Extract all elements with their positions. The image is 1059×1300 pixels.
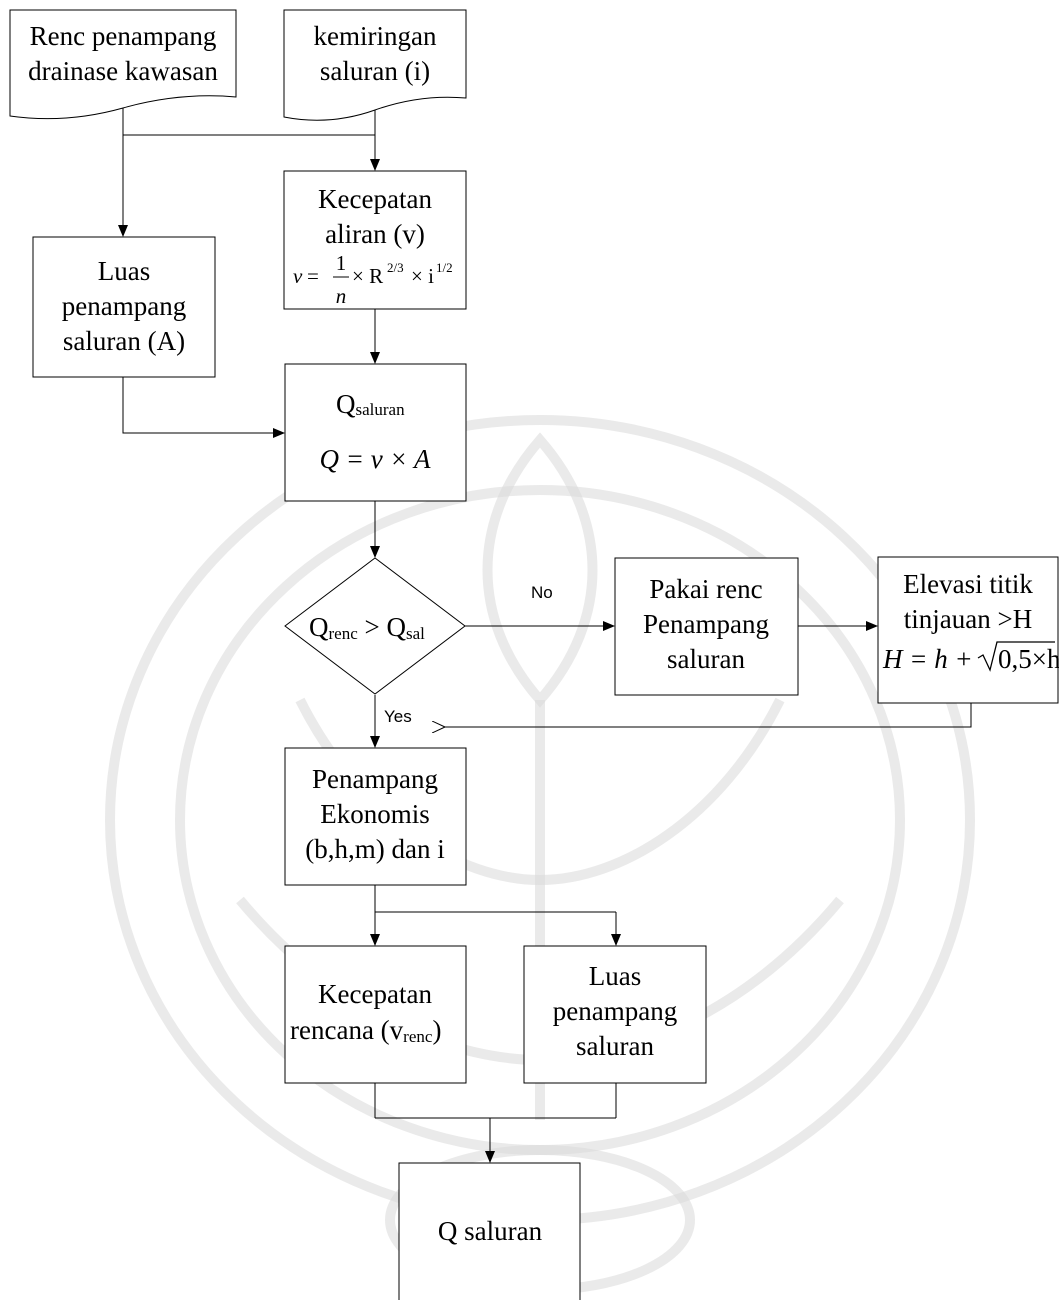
- svg-text:Kecepatan: Kecepatan: [318, 979, 432, 1009]
- svg-text:drainase kawasan: drainase kawasan: [28, 56, 218, 86]
- node-kemiringan: kemiringan saluran (i): [283, 9, 467, 121]
- svg-text:Renc penampang: Renc penampang: [30, 21, 217, 51]
- svg-text:=: =: [307, 264, 319, 288]
- svg-text:Elevasi titik: Elevasi titik: [903, 569, 1033, 599]
- svg-text:kemiringan: kemiringan: [314, 21, 437, 51]
- node-luas-penampang-a: Luas penampang saluran (A): [32, 236, 216, 378]
- svg-text:(b,h,m) dan i: (b,h,m) dan i: [305, 834, 444, 864]
- svg-text:saluran (A): saluran (A): [63, 326, 185, 356]
- formula-elevasi: H = h + 0,5×h: [882, 641, 1059, 674]
- svg-text:Q saluran: Q saluran: [438, 1216, 543, 1246]
- svg-text:1/2: 1/2: [436, 260, 453, 275]
- svg-text:2/3: 2/3: [387, 260, 404, 275]
- edge-label-no: No: [531, 583, 553, 602]
- svg-text:saluran (i): saluran (i): [320, 56, 430, 86]
- svg-text:penampang: penampang: [553, 996, 677, 1026]
- svg-text:Kecepatan: Kecepatan: [318, 184, 432, 214]
- svg-text:0,5×h: 0,5×h: [998, 644, 1059, 674]
- svg-text:Pakai renc: Pakai renc: [649, 574, 762, 604]
- arrow-elevasi-feedback: [445, 703, 972, 727]
- node-q-saluran-final: Q saluran: [398, 1162, 581, 1300]
- svg-text:Qsaluran: Qsaluran: [336, 389, 405, 419]
- arrow-luas-a-to-q-calc: [122, 377, 285, 438]
- svg-text:Luas: Luas: [98, 256, 150, 286]
- node-kecepatan-rencana: Kecepatan rencana (vrenc): [284, 945, 467, 1084]
- svg-text:Qrenc > Qsal: Qrenc > Qsal: [309, 612, 425, 643]
- edge-label-yes: Yes: [384, 707, 412, 726]
- svg-text:Penampang: Penampang: [643, 609, 769, 639]
- svg-text:saluran: saluran: [576, 1031, 654, 1061]
- node-elevasi: Elevasi titik tinjauan >H H = h + 0,5×h: [877, 556, 1059, 704]
- svg-text:× i: × i: [411, 264, 434, 288]
- svg-text:H = h +: H = h +: [882, 644, 973, 674]
- svg-text:Ekonomis: Ekonomis: [320, 799, 430, 829]
- node-renc-penampang: Renc penampang drainase kawasan: [9, 9, 237, 120]
- formula-kecepatan: v = 1 n × R 2/3 × i 1/2: [293, 251, 453, 308]
- node-penampang-ekonomis: Penampang Ekonomis (b,h,m) dan i: [284, 747, 467, 886]
- svg-text:1: 1: [336, 251, 347, 275]
- svg-text:aliran (v): aliran (v): [325, 219, 425, 249]
- node-decision: Qrenc > Qsal: [284, 557, 466, 695]
- svg-text:penampang: penampang: [62, 291, 186, 321]
- node-kecepatan-aliran: Kecepatan aliran (v) v = 1 n × R 2/3 × i…: [283, 170, 467, 310]
- svg-text:v: v: [293, 264, 303, 288]
- svg-text:× R: × R: [352, 264, 383, 288]
- svg-text:saluran: saluran: [667, 644, 745, 674]
- svg-text:tinjauan >H: tinjauan >H: [904, 604, 1032, 634]
- svg-text:Luas: Luas: [589, 961, 641, 991]
- svg-text:Q = v × A: Q = v × A: [320, 444, 431, 474]
- connectors: [118, 108, 972, 1163]
- svg-text:Penampang: Penampang: [312, 764, 438, 794]
- svg-text:n: n: [336, 284, 347, 308]
- svg-text:rencana (vrenc): rencana (vrenc): [290, 1015, 441, 1046]
- node-luas-penampang-2: Luas penampang saluran: [523, 945, 707, 1084]
- watermark-emblem: [105, 415, 975, 1295]
- node-pakai-renc: Pakai renc Penampang saluran: [614, 557, 799, 696]
- node-q-saluran-calc: Qsaluran Q = v × A: [284, 363, 467, 502]
